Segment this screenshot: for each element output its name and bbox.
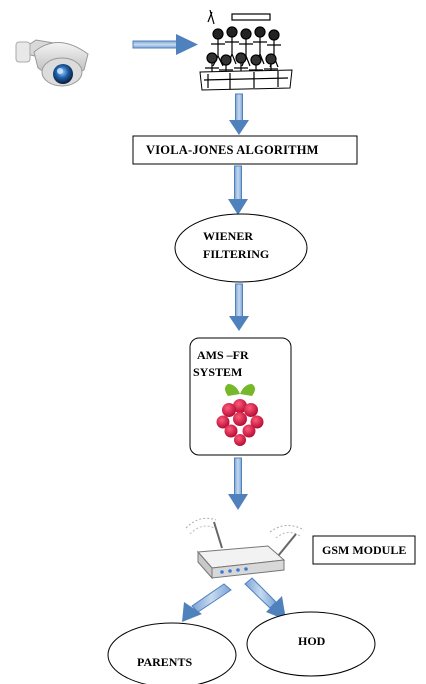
gsm-module-label: GSM MODULE	[322, 543, 407, 557]
ams-label-line2: SYSTEM	[193, 365, 243, 379]
parents-label: PARENTS	[137, 655, 193, 669]
hod-ellipse	[246, 611, 376, 677]
ams-fr-system-box	[189, 337, 292, 456]
parents-ellipse	[107, 622, 237, 684]
wiener-label-line1: WIENER	[203, 229, 254, 243]
hod-label: HOD	[298, 634, 326, 648]
wiener-filtering-ellipse	[174, 213, 308, 283]
raspberry-pi-logo-icon	[216, 384, 264, 446]
viola-jones-label: VIOLA-JONES ALGORITHM	[146, 143, 319, 157]
arrow-gsm-to-parents	[182, 583, 232, 622]
arrow-classroom-to-viola	[229, 93, 249, 135]
wiener-label-line2: FILTERING	[203, 247, 270, 261]
security-camera-icon	[15, 39, 89, 87]
ams-label-line1: AMS –FR	[197, 348, 249, 362]
arrow-viola-to-wiener	[228, 165, 248, 215]
arrow-wiener-to-ams	[229, 283, 249, 331]
classroom-sketch-icon	[199, 9, 293, 91]
gsm-module-box	[312, 535, 416, 565]
arrow-camera-to-classroom	[132, 34, 198, 55]
viola-jones-box	[132, 135, 358, 165]
arrow-gsm-to-hod	[244, 577, 286, 620]
gsm-router-icon	[185, 517, 305, 580]
arrow-ams-to-gsm	[228, 457, 248, 510]
